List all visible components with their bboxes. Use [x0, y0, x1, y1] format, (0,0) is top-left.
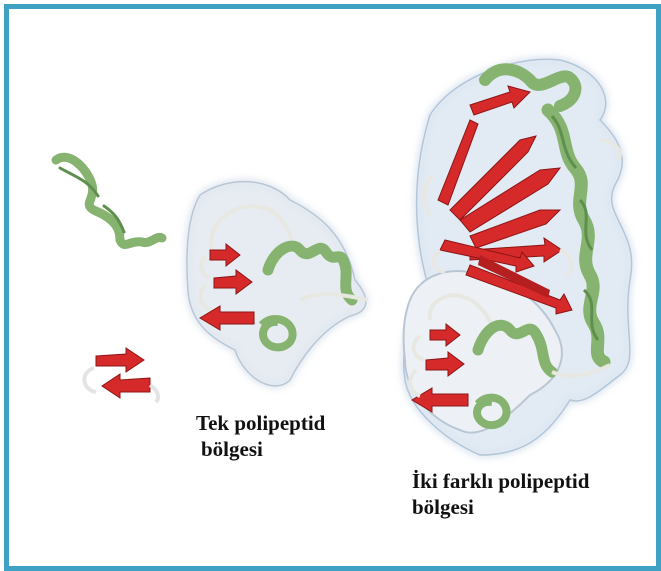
two-domain-label: İki farklı polipeptid bölgesi [412, 468, 589, 520]
single-domain-label: Tek polipeptid bölgesi [196, 410, 325, 462]
isolated-beta-hairpin [84, 348, 158, 402]
single-domain-label-line2: bölgesi [196, 436, 325, 462]
isolated-helix [56, 157, 162, 244]
two-domain-label-line1: İki farklı polipeptid [412, 468, 589, 494]
single-domain-label-line1: Tek polipeptid [196, 410, 325, 436]
single-domain-structure [187, 182, 368, 386]
two-domain-structure [404, 59, 632, 455]
two-domain-label-line2: bölgesi [412, 494, 589, 520]
